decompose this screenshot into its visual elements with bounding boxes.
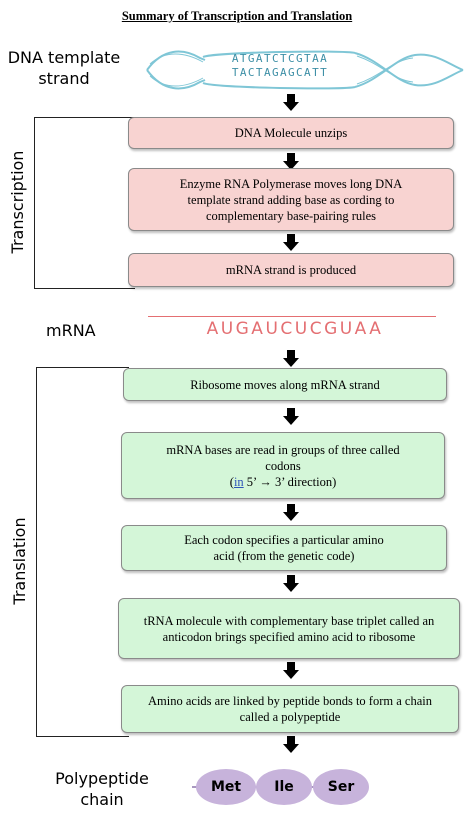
mrna-label: mRNA <box>46 321 96 340</box>
dna-top-strand: ATGATCTCGTAA <box>231 52 329 65</box>
page-title: Summary of Transcription and Translation <box>121 9 353 23</box>
polypeptide-label-line1: Polypeptide <box>55 769 149 788</box>
transcription-bracket <box>34 117 135 289</box>
direction-text: 5’ → 3’ direction) <box>243 474 337 489</box>
mrna-sequence: AUGAUCUCGUAA <box>206 319 384 339</box>
dna-template-label-line2: strand <box>38 69 90 88</box>
down-arrow-icon <box>283 504 299 521</box>
dna-bottom-strand: TACTAGAGCATT <box>231 66 329 79</box>
transcription-step-1: DNA Molecule unzips <box>128 117 454 149</box>
mrna-backbone <box>148 316 436 317</box>
paren-open: ( <box>229 474 234 489</box>
down-arrow-icon <box>283 94 299 111</box>
down-arrow-icon <box>283 350 299 367</box>
dna-template-label-line1: DNA template <box>7 48 121 67</box>
amino-acid-ile: Ile <box>256 769 312 805</box>
transcription-step-3: mRNA strand is produced <box>128 253 454 287</box>
translation-step-5: Amino acids are linked by peptide bonds … <box>121 685 459 733</box>
translation-step-1: Ribosome moves along mRNA strand <box>123 368 447 401</box>
down-arrow-icon <box>283 662 299 679</box>
polypeptide-label-line2: chain <box>80 790 124 809</box>
down-arrow-icon <box>283 408 299 425</box>
dna-helix-image <box>146 50 464 90</box>
down-arrow-icon <box>283 575 299 592</box>
down-arrow-icon <box>283 736 299 753</box>
in-link: in <box>233 474 244 489</box>
translation-step-3: Each codon specifies a particular amino … <box>121 525 447 571</box>
polypeptide-label: Polypeptide chain <box>42 768 162 810</box>
amino-acid-met: Met <box>196 769 256 805</box>
translation-step-2-line1: mRNA bases are read in groups of three c… <box>166 442 400 473</box>
translation-label: Translation <box>10 517 29 605</box>
transcription-label: Transcription <box>8 150 27 254</box>
amino-acid-ser: Ser <box>313 769 369 805</box>
translation-step-2: mRNA bases are read in groups of three c… <box>121 432 445 499</box>
transcription-step-2: Enzyme RNA Polymerase moves long DNA tem… <box>128 168 454 231</box>
translation-step-2-line2: (in 5’ → 3’ direction) <box>230 474 336 490</box>
dna-template-label: DNA template strand <box>4 47 124 89</box>
translation-bracket <box>36 367 129 737</box>
down-arrow-icon <box>283 153 299 170</box>
translation-step-4: tRNA molecule with complementary base tr… <box>118 598 460 659</box>
down-arrow-icon <box>283 234 299 251</box>
